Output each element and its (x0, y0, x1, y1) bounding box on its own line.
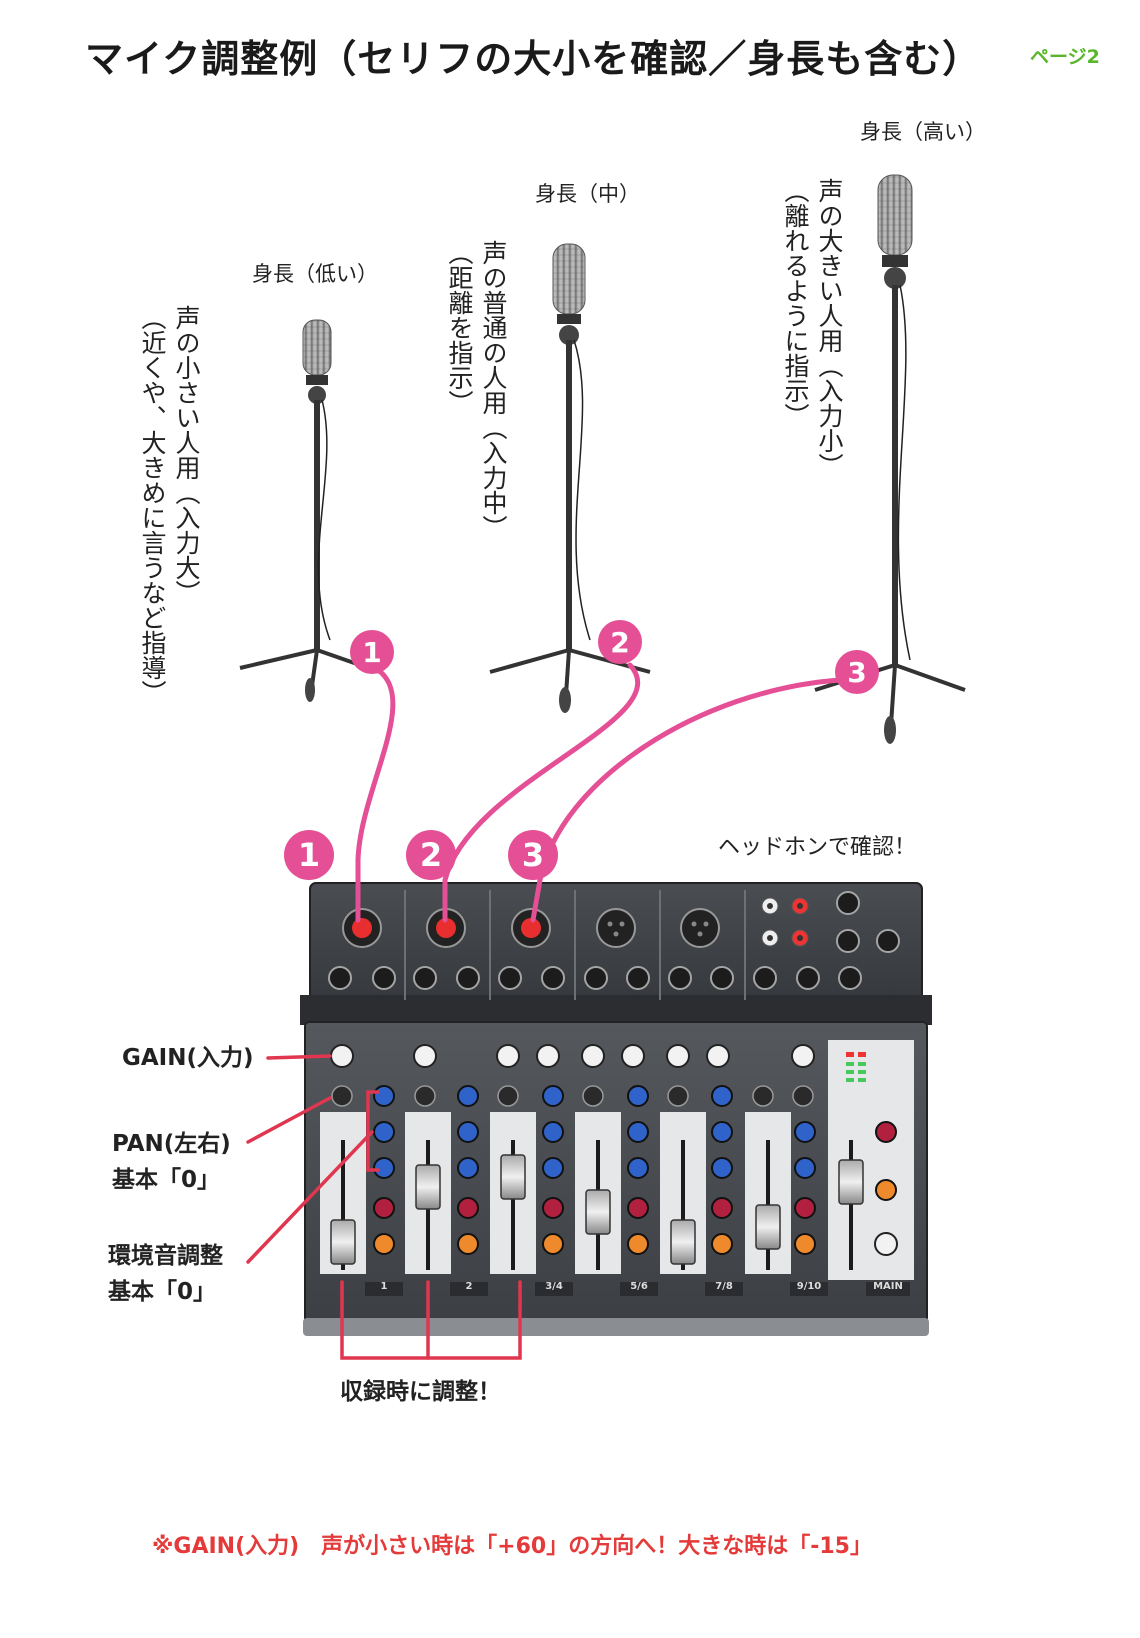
channel-label-5: 7/8 (715, 1281, 733, 1292)
pan-callout: PAN(左右) 基本「0」 (112, 1126, 231, 1198)
channel-label-2: 2 (465, 1281, 473, 1292)
page-number: ページ2 (1030, 46, 1100, 68)
mic-stand-3 (814, 174, 966, 744)
stand-2-desc-line-2: （距離を指示） (445, 240, 474, 415)
ambient-callout-line-1: 環境音調整 (108, 1243, 223, 1269)
stand-2-desc-line-1: 声の普通の人用（入力中） (479, 240, 508, 540)
page-title: マイク調整例（セリフの大小を確認／身長も含む） (85, 37, 982, 81)
pan-callout-line-1: PAN(左右) (112, 1131, 231, 1157)
stand-badge-3: 3 (835, 650, 879, 694)
channel-label-1: 1 (380, 1281, 388, 1292)
input-badge-1: 1 (284, 830, 334, 880)
stand-3-desc-line-1: 声の大きい人用（入力小） (815, 178, 844, 478)
height-label-low: 身長（低い） (252, 262, 378, 286)
input-badge-3: 3 (508, 830, 558, 880)
ambient-callout-line-2: 基本「0」 (108, 1279, 217, 1305)
channel-label-6: 9/10 (796, 1281, 822, 1292)
gain-footnote: ※GAIN(入力) 声が小さい時は「+60」の方向へ！大きな時は「-15」 (152, 1534, 872, 1559)
stand-2-description: 声の普通の人用（入力中） （距離を指示） (442, 240, 510, 540)
gain-callout: GAIN(入力) (122, 1045, 254, 1071)
stand-badge-2: 2 (598, 620, 642, 664)
stand-1-description: 声の小さい人用（入力大） （近くや、大きめに言うなど指導） (135, 305, 203, 705)
input-badge-2: 2 (406, 830, 456, 880)
record-callout: 収録時に調整！ (340, 1379, 501, 1405)
main-label: MAIN (873, 1281, 903, 1292)
mixer (300, 882, 932, 1336)
stand-3-description: 声の大きい人用（入力小） （離れるように指示） (778, 178, 846, 478)
callout-lines (246, 1054, 522, 1360)
stand-1-desc-line-1: 声の小さい人用（入力大） (172, 305, 201, 605)
mic-cables (355, 662, 843, 923)
headphone-note: ヘッドホンで確認！ (718, 835, 917, 860)
stand-1-desc-line-2: （近くや、大きめに言うなど指導） (138, 305, 167, 705)
channel-label-4: 5/6 (630, 1281, 648, 1292)
stand-badge-1: 1 (350, 630, 394, 674)
stand-3-desc-line-2: （離れるように指示） (781, 178, 810, 428)
height-label-mid: 身長（中） (535, 182, 640, 206)
ambient-callout: 環境音調整 基本「0」 (108, 1238, 223, 1310)
channel-label-3: 3/4 (545, 1281, 563, 1292)
mic-stand-2 (489, 243, 651, 713)
pan-callout-line-2: 基本「0」 (112, 1167, 221, 1193)
height-label-high: 身長（高い） (860, 120, 986, 144)
